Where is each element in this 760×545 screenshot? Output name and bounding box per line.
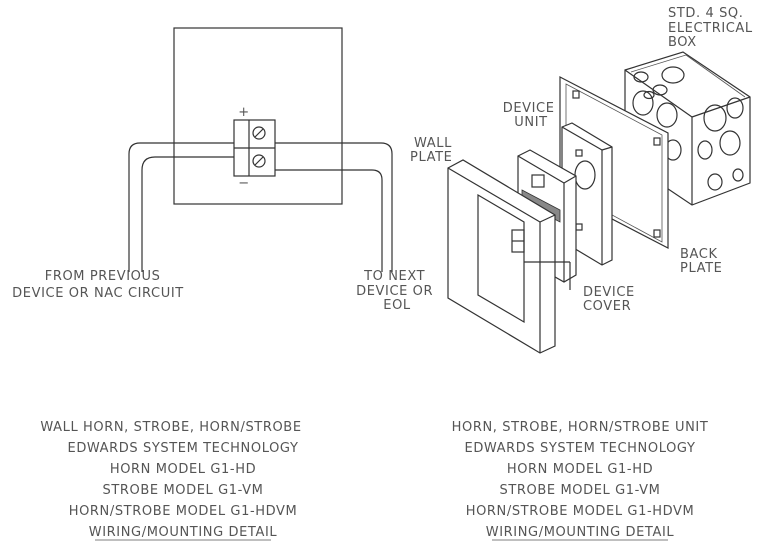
left-caption-line-5: HORN/STROBE MODEL G1-HDVM bbox=[69, 504, 298, 519]
mounting-diagram: STD. 4 SQ. ELECTRICAL BOX DEVICE UNIT WA… bbox=[410, 6, 758, 354]
outgoing-wire-outer bbox=[275, 142, 393, 272]
device-unit-label: DEVICE UNIT bbox=[503, 101, 560, 130]
wall-plate-opening bbox=[477, 193, 525, 324]
device-plate-outline bbox=[173, 27, 343, 205]
device-cover-label: DEVICE COVER bbox=[583, 285, 640, 314]
right-caption: HORN, STROBE, HORN/STROBE UNIT EDWARDS S… bbox=[452, 420, 709, 541]
left-caption-line-4: STROBE MODEL G1-VM bbox=[103, 483, 264, 498]
left-caption-line-6: WIRING/MOUNTING DETAIL bbox=[89, 525, 278, 540]
wall-plate-label: WALL PLATE bbox=[410, 136, 457, 165]
wall-plate bbox=[447, 159, 571, 354]
right-caption-line-2: EDWARDS SYSTEM TECHNOLOGY bbox=[465, 441, 696, 456]
minus-sign: − bbox=[238, 176, 250, 191]
right-caption-line-4: STROBE MODEL G1-VM bbox=[500, 483, 661, 498]
left-caption-line-1: WALL HORN, STROBE, HORN/STROBE bbox=[40, 420, 301, 435]
right-caption-line-5: HORN/STROBE MODEL G1-HDVM bbox=[466, 504, 695, 519]
left-caption-line-2: EDWARDS SYSTEM TECHNOLOGY bbox=[68, 441, 299, 456]
from-previous-label: FROM PREVIOUS DEVICE OR NAC CIRCUIT bbox=[12, 269, 184, 301]
left-caption: WALL HORN, STROBE, HORN/STROBE EDWARDS S… bbox=[40, 420, 301, 541]
right-caption-line-6: WIRING/MOUNTING DETAIL bbox=[486, 525, 675, 540]
incoming-wire-outer bbox=[128, 142, 234, 272]
plus-sign: + bbox=[238, 105, 250, 120]
back-plate-label: BACK PLATE bbox=[680, 247, 722, 276]
outgoing-wire-inner bbox=[275, 169, 383, 272]
right-caption-line-3: HORN MODEL G1-HD bbox=[507, 462, 653, 477]
wiring-diagram: + − FROM PREVIOUS DEVICE OR NAC CIRCUIT … bbox=[12, 27, 438, 313]
left-caption-line-3: HORN MODEL G1-HD bbox=[110, 462, 256, 477]
to-next-label: TO NEXT DEVICE OR EOL bbox=[356, 269, 438, 313]
right-caption-line-1: HORN, STROBE, HORN/STROBE UNIT bbox=[452, 420, 709, 435]
electrical-box-label: STD. 4 SQ. ELECTRICAL BOX bbox=[668, 6, 758, 50]
incoming-wire-inner bbox=[141, 156, 234, 272]
wall-plate-body bbox=[447, 159, 556, 354]
